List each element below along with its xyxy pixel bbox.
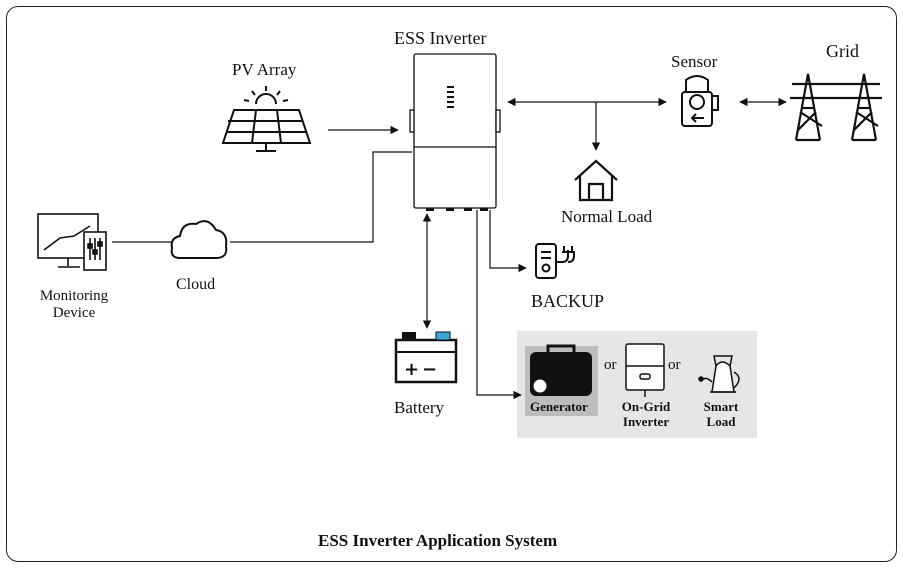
ongrid-inverter-icon — [625, 343, 665, 397]
normal-load-label: Normal Load — [561, 207, 653, 226]
inverter-label: ESS Inverter — [394, 28, 487, 48]
smart-label-line2: Load — [706, 413, 736, 429]
ct-sensor-icon — [681, 75, 719, 127]
backup-label: BACKUP — [531, 291, 605, 311]
solar-panel-icon — [221, 86, 312, 152]
smart-label-line1: Smart — [703, 399, 739, 414]
ongrid-label-line1: On-Grid — [621, 399, 671, 414]
diagram-frame — [6, 6, 897, 562]
smart-load-label: Smart Load — [698, 399, 744, 430]
or-label-2: or — [668, 357, 681, 373]
monitoring-label-line2: Device — [52, 305, 96, 322]
connections — [112, 97, 787, 400]
house-icon — [574, 159, 618, 202]
generator-arrow — [476, 210, 522, 400]
kettle-icon — [698, 355, 740, 393]
backup-plug-icon — [535, 243, 575, 279]
battery-label: Battery — [394, 398, 445, 417]
ongrid-label-line2: Inverter — [622, 413, 670, 429]
grid-label: Grid — [826, 41, 859, 61]
transmission-tower-icon — [790, 73, 882, 142]
cloud-icon — [170, 220, 228, 259]
backup-arrow — [489, 210, 527, 273]
generator-icon — [530, 344, 592, 396]
diagram-title: ESS Inverter Application System — [318, 531, 558, 550]
monitoring-device-label: Monitoring Device — [30, 288, 118, 323]
inverter-icon — [409, 53, 501, 211]
pv-array-label: PV Array — [232, 60, 297, 79]
monitor-icon — [37, 213, 107, 271]
ongrid-inverter-label: On-Grid Inverter — [616, 399, 676, 430]
generator-label: Generator — [530, 399, 588, 414]
cloud-label: Cloud — [176, 276, 216, 293]
svg-text:+: + — [404, 359, 419, 380]
monitoring-label-line1: Monitoring — [39, 288, 109, 304]
or-label-1: or — [604, 357, 617, 373]
svg-text:−: − — [422, 359, 437, 380]
cloud-to-inverter-line — [230, 151, 412, 243]
sensor-label: Sensor — [671, 52, 718, 71]
battery-icon: + − — [394, 331, 458, 384]
